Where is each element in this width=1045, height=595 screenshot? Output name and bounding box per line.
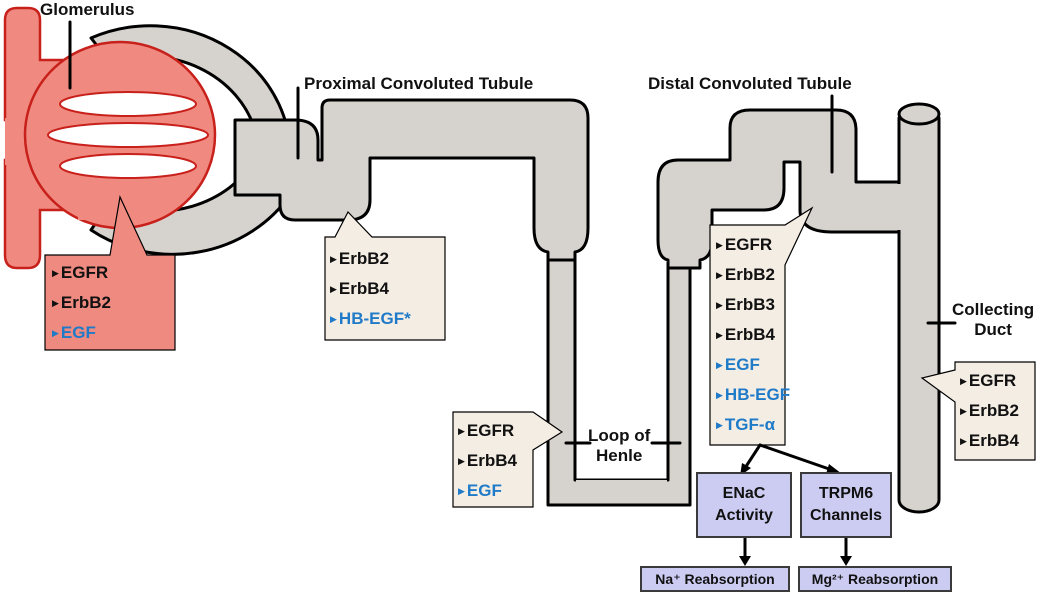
dct-item-3: ▶ErbB3 bbox=[716, 290, 790, 320]
pct-label: Proximal Convoluted Tubule bbox=[304, 74, 534, 93]
triangle-right-icon: ▶ bbox=[716, 390, 723, 400]
collecting-duct-label: Collecting Duct bbox=[952, 300, 1034, 340]
cd-item-2: ▶ErbB2 bbox=[960, 396, 1019, 426]
glomerulus-callout-shape bbox=[44, 195, 176, 351]
glomerulus-label: Glomerulus bbox=[40, 0, 135, 19]
na-reabsorption-box: Na⁺ Reabsorption bbox=[640, 566, 790, 592]
enac-line2: Activity bbox=[715, 507, 773, 524]
enac-line1: ENaC bbox=[722, 485, 766, 502]
loop-of-henle bbox=[546, 258, 692, 507]
triangle-right-icon: ▶ bbox=[458, 456, 465, 466]
dct-item-5: ▶EGF bbox=[716, 350, 790, 380]
triangle-right-icon: ▶ bbox=[960, 406, 967, 416]
triangle-right-icon: ▶ bbox=[52, 268, 59, 278]
pct-callout: ▶ErbB2 ▶ErbB4 ▶HB-EGF* bbox=[330, 244, 411, 334]
collecting-duct bbox=[897, 102, 941, 514]
triangle-right-icon: ▶ bbox=[716, 300, 723, 310]
capillary-loop-1 bbox=[59, 91, 197, 117]
capillary-loop-3 bbox=[59, 153, 197, 179]
loop-label-line1: Loop of bbox=[588, 426, 651, 445]
triangle-right-icon: ▶ bbox=[52, 328, 59, 338]
loop-callout: ▶EGFR ▶ErbB4 ▶EGF bbox=[458, 416, 517, 506]
triangle-right-icon: ▶ bbox=[330, 314, 337, 324]
distal-tubule bbox=[656, 108, 902, 270]
triangle-right-icon: ▶ bbox=[960, 436, 967, 446]
triangle-right-icon: ▶ bbox=[716, 360, 723, 370]
triangle-right-icon: ▶ bbox=[960, 376, 967, 386]
glomerulus-callout: ▶EGFR ▶ErbB2 ▶EGF bbox=[52, 258, 111, 348]
cd-label-line2: Duct bbox=[974, 320, 1012, 339]
triangle-right-icon: ▶ bbox=[330, 284, 337, 294]
triangle-right-icon: ▶ bbox=[716, 270, 723, 280]
pct-item-1: ▶ErbB2 bbox=[330, 244, 411, 274]
loop-item-1: ▶EGFR bbox=[458, 416, 517, 446]
dct-item-6: ▶HB-EGF bbox=[716, 380, 790, 410]
pct-item-2: ▶ErbB4 bbox=[330, 274, 411, 304]
dct-item-4: ▶ErbB4 bbox=[716, 320, 790, 350]
loop-item-3: ▶EGF bbox=[458, 476, 517, 506]
cd-callout: ▶EGFR ▶ErbB2 ▶ErbB4 bbox=[960, 366, 1019, 456]
cd-label-line1: Collecting bbox=[952, 300, 1035, 319]
dct-callout-shape bbox=[709, 206, 814, 446]
trpm6-line1: TRPM6 bbox=[818, 485, 874, 502]
triangle-right-icon: ▶ bbox=[716, 330, 723, 340]
glomerulus-item-3: ▶EGF bbox=[52, 318, 111, 348]
pct-item-3: ▶HB-EGF* bbox=[330, 304, 411, 334]
cd-item-1: ▶EGFR bbox=[960, 366, 1019, 396]
effect-arrows bbox=[739, 443, 852, 566]
dct-callout: ▶EGFR ▶ErbB2 ▶ErbB3 ▶ErbB4 ▶EGF ▶HB-EGF … bbox=[716, 230, 790, 440]
triangle-right-icon: ▶ bbox=[52, 298, 59, 308]
triangle-right-icon: ▶ bbox=[716, 240, 723, 250]
loop-label-line2: Henle bbox=[596, 446, 643, 465]
triangle-right-icon: ▶ bbox=[458, 486, 465, 496]
dct-label: Distal Convoluted Tubule bbox=[648, 74, 852, 93]
capillary-loop-2 bbox=[47, 122, 209, 148]
cd-callout-shape bbox=[920, 361, 1036, 461]
enac-activity-box: ENaC Activity bbox=[696, 472, 792, 538]
loop-item-2: ▶ErbB4 bbox=[458, 446, 517, 476]
triangle-right-icon: ▶ bbox=[458, 426, 465, 436]
glomerulus-item-2: ▶ErbB2 bbox=[52, 288, 111, 318]
pct-callout-shape bbox=[324, 210, 446, 341]
loop-callout-shape bbox=[452, 411, 564, 508]
dct-item-1: ▶EGFR bbox=[716, 230, 790, 260]
dct-item-7: ▶TGF-α bbox=[716, 410, 790, 440]
trpm6-channels-box: TRPM6 Channels bbox=[800, 472, 892, 538]
triangle-right-icon: ▶ bbox=[330, 254, 337, 264]
trpm6-line2: Channels bbox=[809, 507, 882, 524]
triangle-right-icon: ▶ bbox=[716, 420, 723, 430]
mg-reabsorption-box: Mg²⁺ Reabsorption bbox=[798, 566, 952, 592]
cd-item-3: ▶ErbB4 bbox=[960, 426, 1019, 456]
loop-of-henle-label: Loop of Henle bbox=[588, 426, 650, 466]
dct-item-2: ▶ErbB2 bbox=[716, 260, 790, 290]
glomerulus-tuft bbox=[3, 6, 217, 270]
glomerulus-item-1: ▶EGFR bbox=[52, 258, 111, 288]
